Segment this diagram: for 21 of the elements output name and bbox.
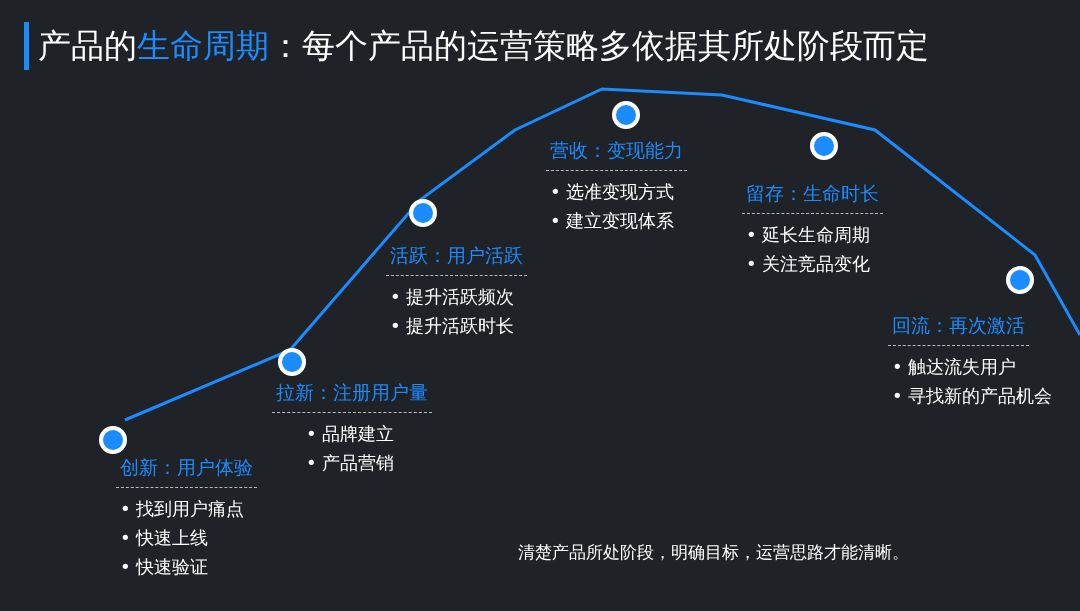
stage-heading: 留存：生命时长 — [742, 181, 883, 214]
title: 产品的生命周期：每个产品的运营策略多依据其所处阶段而定 — [38, 25, 929, 67]
bullet-item: • 建立变现体系 — [550, 209, 676, 233]
bullet-item: • 快速上线 — [120, 526, 210, 550]
bullet-item: • 提升活跃时长 — [390, 314, 516, 338]
bullet-item: • 产品营销 — [306, 451, 396, 475]
bullet-item: • 快速验证 — [120, 555, 210, 579]
stage-heading: 回流：再次激活 — [888, 313, 1029, 346]
stage-heading: 活跃：用户活跃 — [386, 243, 527, 276]
caption: 清楚产品所处阶段，明确目标，运营思路才能清晰。 — [518, 541, 909, 564]
bullet-item: • 延长生命周期 — [746, 223, 872, 247]
bullet-item: • 寻找新的产品机会 — [892, 384, 1053, 408]
bullet-item: • 选准变现方式 — [550, 180, 676, 204]
stage-heading: 拉新：注册用户量 — [272, 380, 432, 413]
bullet-item: • 品牌建立 — [306, 422, 396, 446]
stage-heading: 创新：用户体验 — [116, 455, 257, 488]
bullet-item: • 触达流失用户 — [892, 355, 1018, 379]
bullet-item: • 提升活跃频次 — [390, 285, 516, 309]
bullet-item: • 找到用户痛点 — [120, 497, 246, 521]
stage-heading: 营收：变现能力 — [546, 138, 687, 171]
bullet-item: • 关注竞品变化 — [746, 252, 872, 276]
